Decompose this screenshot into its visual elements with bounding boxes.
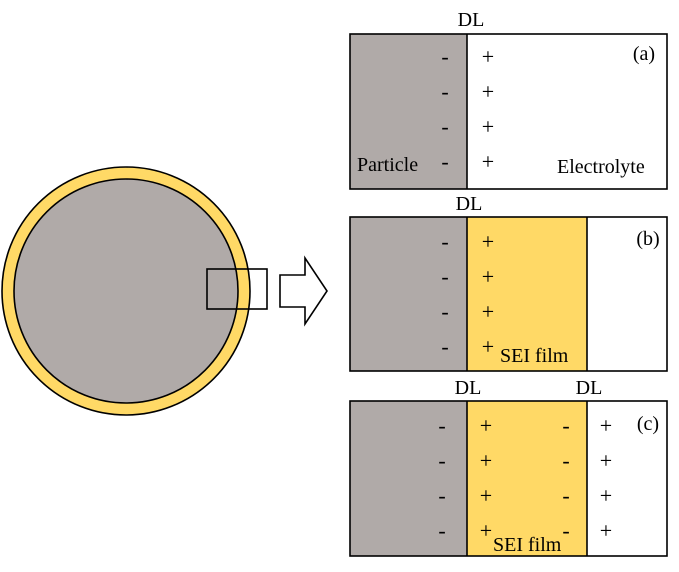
panel-b-minus-charge: - — [441, 229, 448, 254]
panel-a: DL (a) Particle Electrolyte - - - - + + … — [349, 9, 668, 190]
panel-c-sei-label: SEI film — [493, 534, 562, 556]
panel-a-minus-charge: - — [441, 114, 448, 139]
panel-b-dl-label: DL — [456, 193, 483, 215]
panel-c-plus-charge: + — [480, 483, 492, 508]
panel-c-sei-minus-charge: - — [562, 483, 569, 508]
coated-particle — [1, 166, 268, 416]
panel-b-minus-charge: - — [441, 264, 448, 289]
panel-c-minus-charge: - — [438, 448, 445, 473]
panel-b-particle-region — [350, 217, 467, 371]
panel-b-plus-charge: + — [482, 264, 494, 289]
panel-a-electrolyte-label: Electrolyte — [557, 156, 645, 178]
panel-a-particle-region — [350, 34, 467, 189]
panel-c-particle-region — [350, 401, 467, 556]
panel-b-plus-charge: + — [482, 229, 494, 254]
panel-c: DL DL (c) SEI film - - - - + + + + - - -… — [349, 377, 668, 557]
panel-a-plus-charge: + — [482, 79, 494, 104]
panel-a-plus-charge: + — [482, 149, 494, 174]
panel-b-sei-region — [467, 217, 587, 371]
panel-c-minus-charge: - — [438, 483, 445, 508]
panel-c-dl-label-inner: DL — [455, 377, 482, 399]
panel-a-tag: (a) — [633, 43, 655, 65]
panel-a-minus-charge: - — [441, 44, 448, 69]
panel-a-plus-charge: + — [482, 44, 494, 69]
panel-c-sei-minus-charge: - — [562, 518, 569, 543]
panel-c-dl-label-outer: DL — [576, 377, 603, 399]
panel-b-electrolyte-region — [587, 217, 667, 371]
panel-b-plus-charge: + — [482, 299, 494, 324]
panel-c-border — [349, 400, 668, 557]
panel-c-sei-region — [467, 401, 587, 556]
panel-c-electrolyte-plus-charge: + — [600, 448, 612, 473]
panel-a-border — [349, 33, 668, 190]
panel-a-minus-charge: - — [441, 149, 448, 174]
panel-c-sei-minus-charge: - — [562, 413, 569, 438]
panel-b-border — [349, 216, 668, 372]
panel-b-minus-charge: - — [441, 334, 448, 359]
panel-c-electrolyte-region — [587, 401, 667, 556]
panel-c-tag: (c) — [637, 413, 659, 435]
panel-c-electrolyte-plus-charge: + — [600, 518, 612, 543]
panel-c-plus-charge: + — [480, 448, 492, 473]
panel-a-particle-label: Particle — [357, 154, 418, 176]
panel-a-electrolyte-region — [467, 34, 667, 189]
panel-b: DL (b) SEI film - - - - + + + + — [349, 193, 668, 372]
panel-a-minus-charge: - — [441, 79, 448, 104]
panel-c-plus-charge: + — [480, 518, 492, 543]
right-arrow-icon — [279, 255, 328, 327]
panel-b-sei-label: SEI film — [500, 345, 569, 367]
panel-c-minus-charge: - — [438, 518, 445, 543]
panel-c-electrolyte-plus-charge: + — [600, 413, 612, 438]
panel-c-minus-charge: - — [438, 413, 445, 438]
panel-a-dl-label: DL — [458, 9, 485, 31]
panel-b-plus-charge: + — [482, 334, 494, 359]
panel-a-plus-charge: + — [482, 114, 494, 139]
particle-core — [13, 178, 239, 404]
panel-b-minus-charge: - — [441, 299, 448, 324]
panel-b-tag: (b) — [636, 228, 659, 250]
panel-c-plus-charge: + — [480, 413, 492, 438]
panel-c-electrolyte-plus-charge: + — [600, 483, 612, 508]
panel-c-sei-minus-charge: - — [562, 448, 569, 473]
zoom-region-box — [206, 268, 268, 310]
